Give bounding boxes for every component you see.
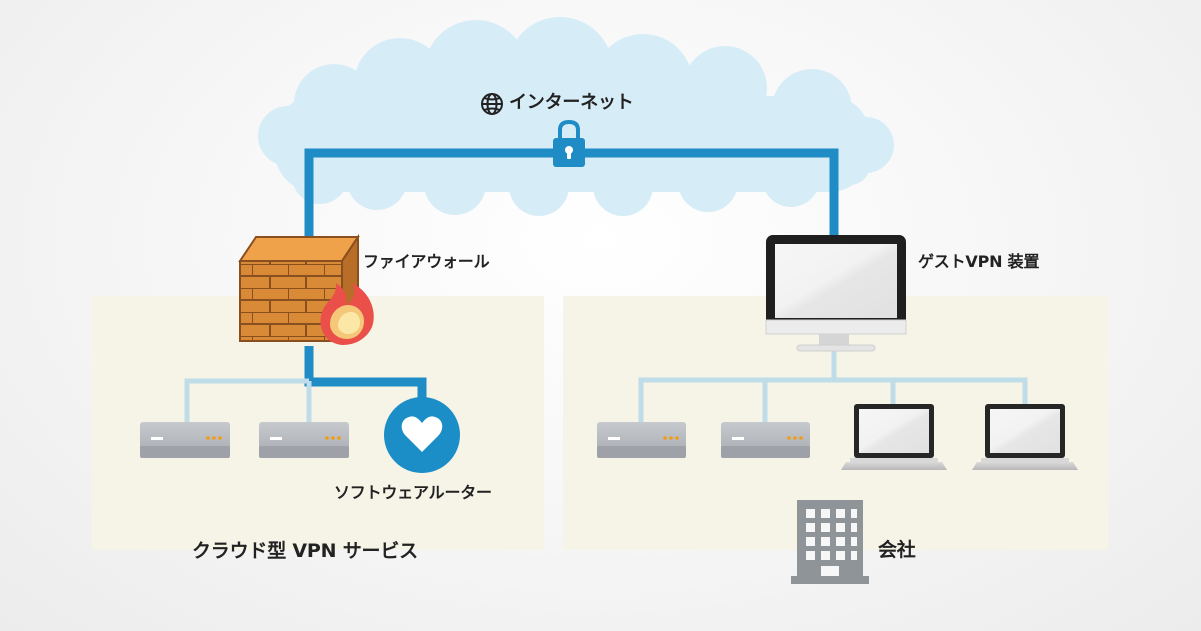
firewall-icon	[238, 233, 374, 345]
internet-label: インターネット	[509, 92, 634, 113]
guest-vpn-device-label: ゲストVPN 装置	[918, 252, 1040, 271]
left-server-1	[140, 422, 230, 458]
internet-cloud	[258, 17, 894, 216]
laptop-2	[972, 404, 1078, 470]
laptop-1	[841, 404, 947, 470]
monitor-icon	[765, 235, 907, 352]
left-server-2	[259, 422, 349, 458]
software-router-icon	[384, 397, 460, 473]
firewall-label: ファイアウォール	[363, 252, 490, 271]
right-server-1	[597, 422, 686, 458]
software-router-label: ソフトウェアルーター	[334, 483, 492, 502]
building-icon	[791, 500, 869, 584]
left-lan-lines	[184, 378, 312, 424]
company-label: 会社	[878, 539, 916, 561]
router-connection-line	[304, 346, 427, 398]
lock-icon	[553, 119, 585, 167]
right-server-2	[721, 422, 810, 458]
cloud-vpn-service-label: クラウド型 VPN サービス	[192, 540, 418, 562]
globe-icon	[481, 93, 503, 115]
